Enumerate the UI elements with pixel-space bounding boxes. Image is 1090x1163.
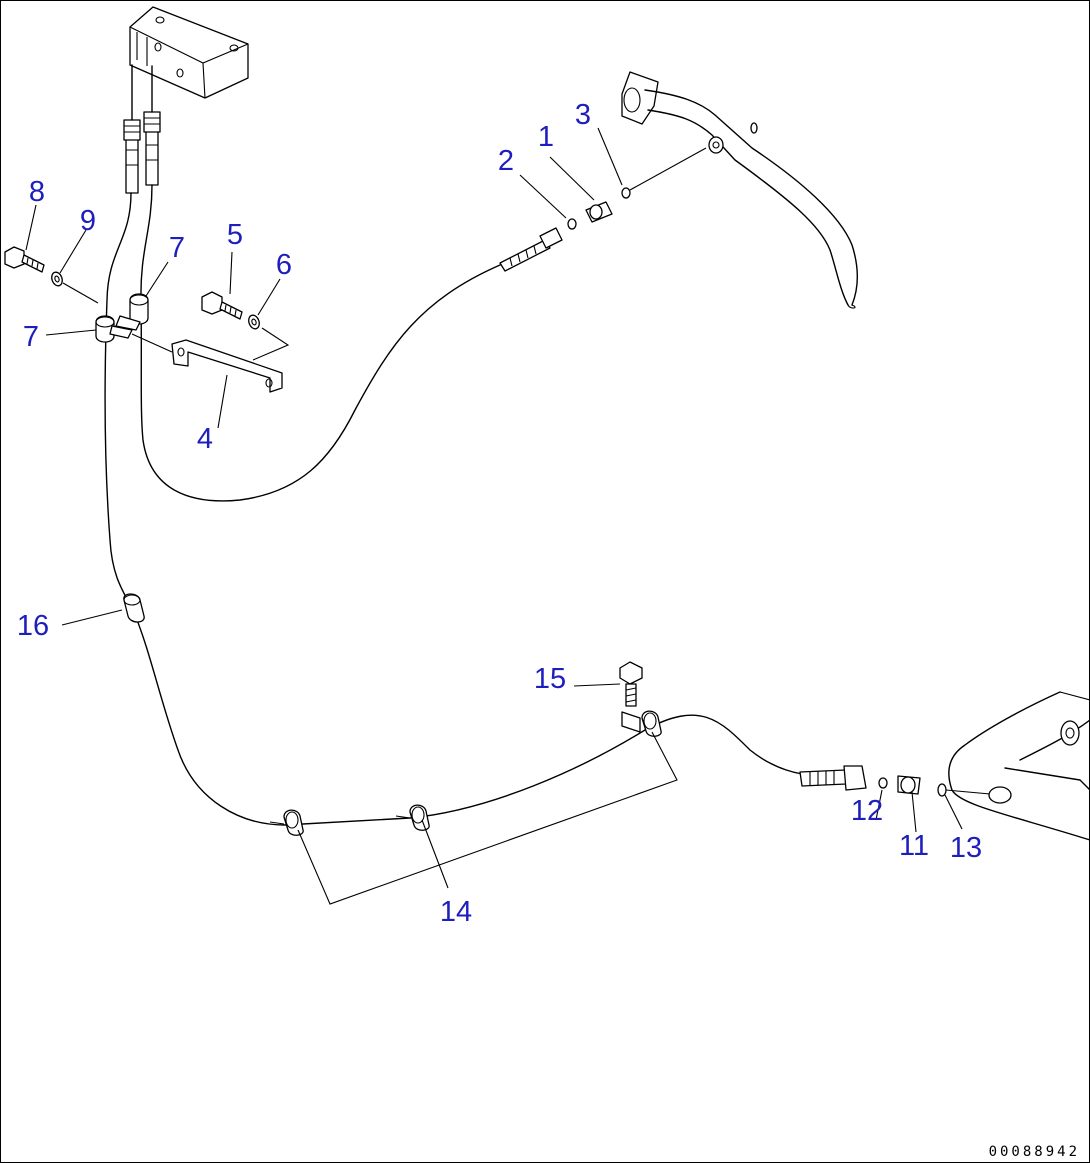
callout-14: 14 <box>440 896 472 928</box>
callout-15: 15 <box>534 663 566 695</box>
hose-end-upper <box>499 227 563 272</box>
o-ring-13 <box>937 783 947 797</box>
valve-block <box>129 6 249 99</box>
callout-4: 4 <box>197 423 213 455</box>
hose-clamp-14-right <box>621 710 662 737</box>
callout-9: 9 <box>80 205 96 237</box>
hose-clamp-14-left <box>269 809 304 836</box>
callout-2: 2 <box>498 145 514 177</box>
hose-clamp-16 <box>123 593 145 623</box>
callout-13: 13 <box>950 832 982 864</box>
bolt-8 <box>4 246 45 273</box>
hose-clamp-14-mid <box>395 804 430 831</box>
hose-clamp-lower <box>95 315 133 343</box>
pipe-upper-right <box>621 71 858 309</box>
hose-end-lower <box>799 765 867 791</box>
pipe-lower-right <box>948 691 1090 841</box>
washer-9 <box>51 271 63 287</box>
callout-7-upper: 7 <box>169 232 185 264</box>
callout-11: 11 <box>899 830 929 862</box>
adapter-11 <box>897 775 921 795</box>
callout-3: 3 <box>575 99 591 131</box>
callout-16: 16 <box>17 610 49 642</box>
callout-12: 12 <box>851 795 883 827</box>
hose-clamp-upper <box>115 293 149 331</box>
callout-1: 1 <box>538 121 554 153</box>
o-ring-12 <box>878 777 888 789</box>
o-ring-2 <box>567 218 577 230</box>
callout-numbers: 1 2 3 4 5 6 7 7 8 9 11 12 13 14 15 16 <box>17 99 982 928</box>
callout-8: 8 <box>29 176 45 208</box>
bolt-15 <box>619 661 643 707</box>
adapter-1 <box>585 201 613 223</box>
o-ring-3 <box>621 187 631 199</box>
leader-lines <box>25 127 963 889</box>
callout-6: 6 <box>276 249 292 281</box>
washer-6 <box>248 314 260 330</box>
bolt-5 <box>201 291 243 320</box>
document-number: 00088942 <box>989 1144 1080 1160</box>
hose-left <box>104 192 816 826</box>
bracket <box>131 333 283 393</box>
callout-5: 5 <box>227 219 243 251</box>
hose-fitting-right <box>143 111 161 186</box>
callout-7-lower: 7 <box>23 321 39 353</box>
hose-fitting-left <box>123 119 141 194</box>
